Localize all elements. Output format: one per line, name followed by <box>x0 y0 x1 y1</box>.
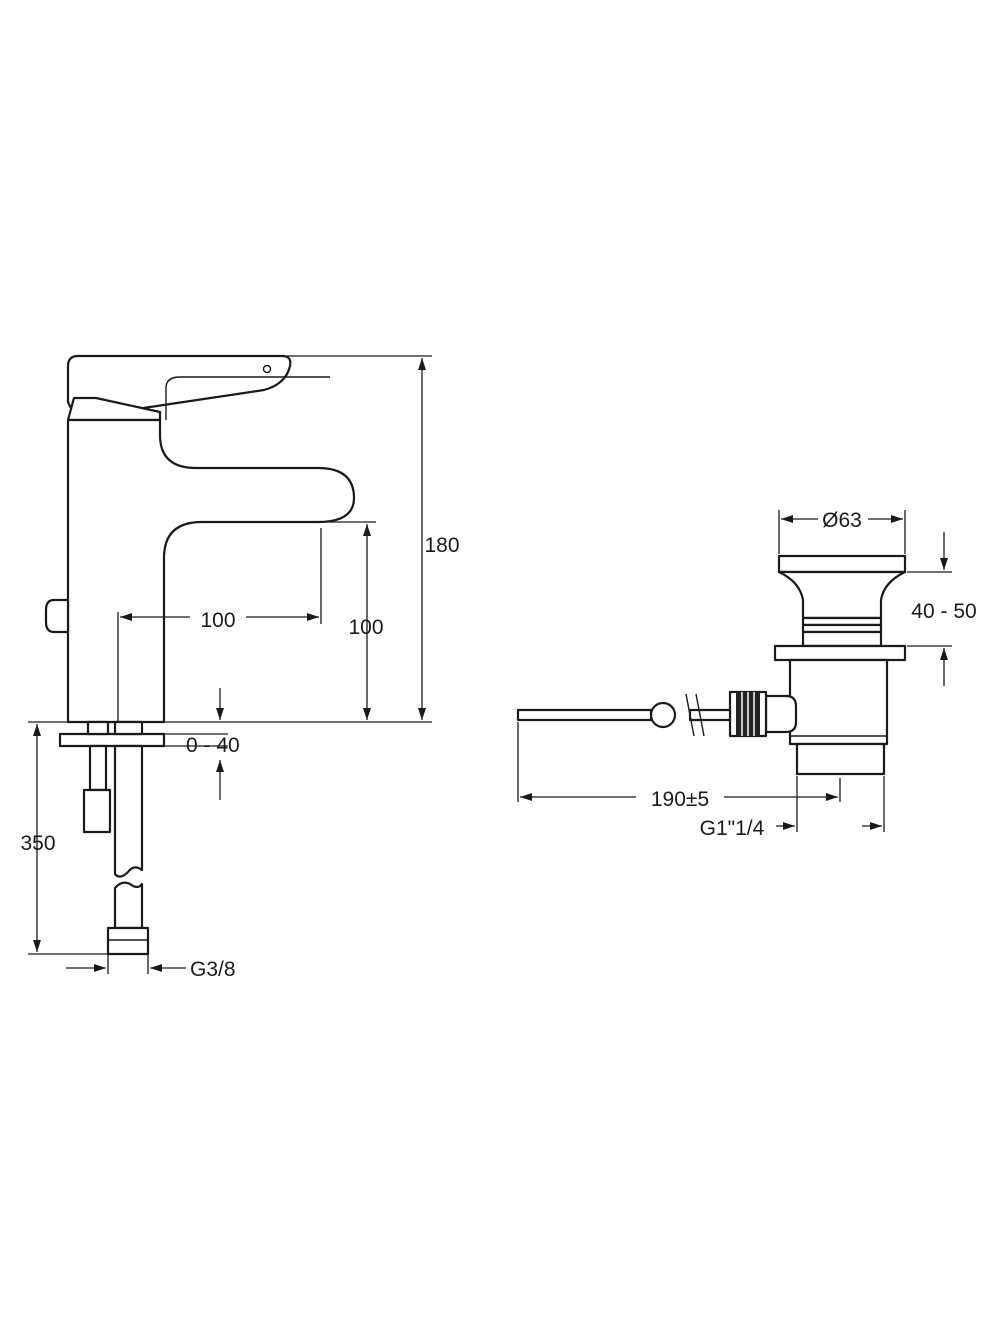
dim-hose-connection: G3/8 <box>190 958 236 981</box>
dim-rod-length: 190±5 <box>651 788 709 811</box>
waste-assembly <box>516 554 907 776</box>
waste-plug-cap <box>777 554 907 574</box>
dim-waste-thread: G1"1/4 <box>700 817 765 840</box>
hose-lower <box>113 881 144 930</box>
rod-pivot-ball <box>649 701 677 729</box>
hose-connector <box>106 926 150 956</box>
dim-waste-height: 40 - 50 <box>911 600 976 623</box>
faucet-dimensions: 180 100 100 0 - 40 350 G3/8 <box>20 355 460 981</box>
waste-ring-3 <box>801 630 883 648</box>
supply-nut <box>82 788 112 834</box>
popup-rod-inner <box>688 708 732 722</box>
dim-mount-thickness: 0 - 40 <box>186 734 240 757</box>
lever-indicator-dot <box>262 364 272 374</box>
popup-rod-knob <box>44 598 70 634</box>
waste-body <box>788 658 889 746</box>
waste-dimensions: Ø63 40 - 50 190±5 G1"1/4 <box>517 509 977 840</box>
waste-side-connector <box>764 694 798 734</box>
supply-pipe <box>88 744 108 792</box>
waste-plug-neck <box>777 570 907 620</box>
hose-upper <box>113 744 144 878</box>
dim-hose-length: 350 <box>20 832 55 855</box>
mounting-flange <box>58 732 166 748</box>
popup-rod <box>516 708 653 722</box>
spout-curve <box>165 376 330 420</box>
faucet-body <box>66 418 356 724</box>
dim-spout-height: 100 <box>348 616 383 639</box>
waste-flange <box>773 644 907 662</box>
dim-waste-diameter: Ø63 <box>822 509 862 532</box>
dim-total-height: 180 <box>424 534 459 557</box>
threaded-rod <box>113 720 144 736</box>
waste-outlet <box>795 742 886 776</box>
faucet-side-view <box>44 354 356 956</box>
supply-shank <box>86 720 110 736</box>
dim-spout-reach: 100 <box>200 609 235 632</box>
